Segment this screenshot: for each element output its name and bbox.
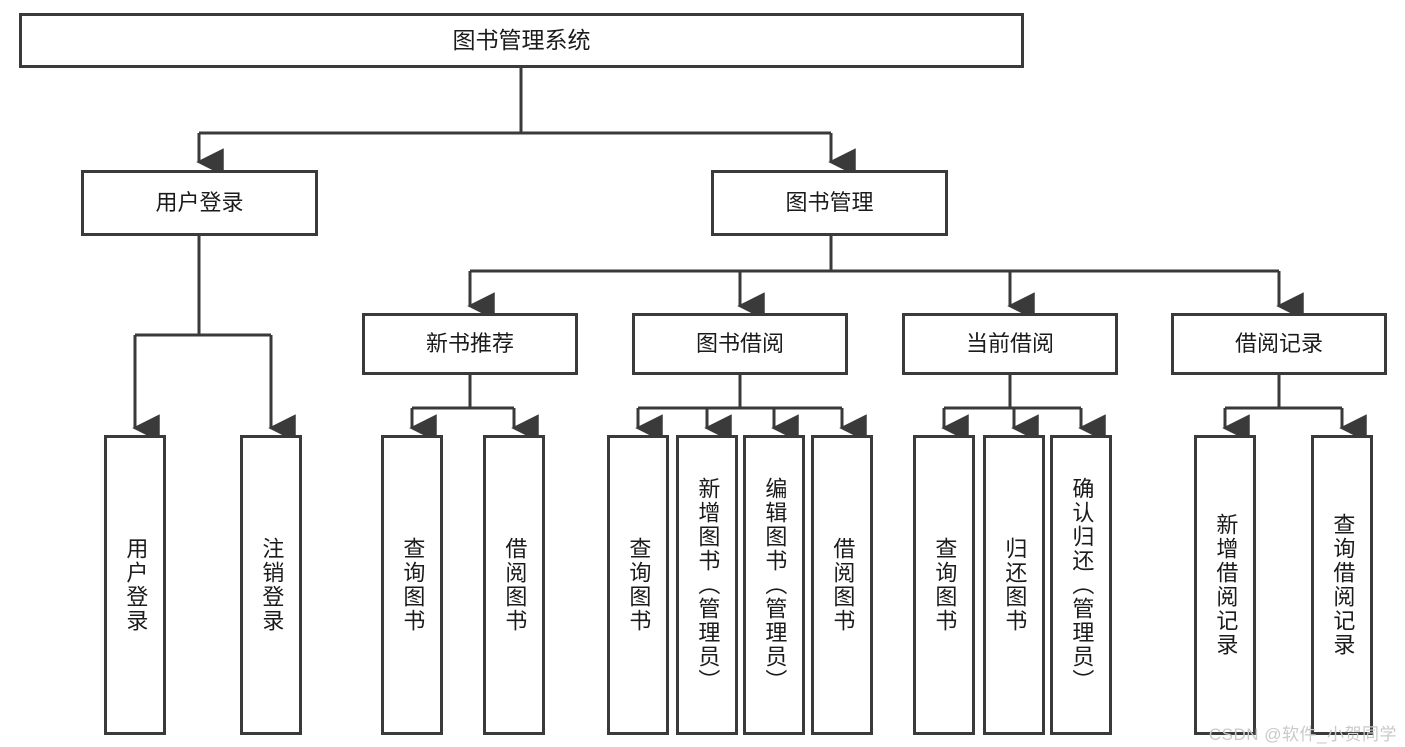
node-book-borrow-label: 图书借阅 [695, 330, 784, 356]
node-leaf-confirm-return-label: 确认归还（管理员） [1069, 477, 1095, 693]
node-leaf-logout-login[interactable]: 注销登录 [240, 435, 302, 735]
node-leaf-user-login-label: 用户登录 [123, 537, 149, 633]
node-leaf-borrow-book-1[interactable]: 借阅图书 [483, 435, 545, 735]
node-leaf-query-book-1[interactable]: 查询图书 [381, 435, 443, 735]
node-book-borrow[interactable]: 图书借阅 [632, 313, 848, 375]
node-leaf-add-book-label: 新增图书（管理员） [695, 477, 721, 693]
node-new-book-recommend-label: 新书推荐 [425, 330, 514, 356]
node-leaf-borrow-book-2[interactable]: 借阅图书 [811, 435, 873, 735]
node-root-label: 图书管理系统 [452, 26, 591, 53]
node-current-borrow[interactable]: 当前借阅 [902, 313, 1118, 375]
node-new-book-recommend[interactable]: 新书推荐 [362, 313, 578, 375]
watermark: CSDN @软件_小贺同学 [1208, 725, 1397, 744]
node-leaf-add-book[interactable]: 新增图书（管理员） [676, 435, 738, 735]
node-leaf-return-book[interactable]: 归还图书 [983, 435, 1045, 735]
node-borrow-record-label: 借阅记录 [1234, 330, 1323, 356]
node-leaf-query-record[interactable]: 查询借阅记录 [1311, 435, 1373, 735]
node-leaf-query-record-label: 查询借阅记录 [1330, 513, 1356, 657]
node-leaf-return-book-label: 归还图书 [1002, 537, 1028, 633]
node-leaf-user-login[interactable]: 用户登录 [104, 435, 166, 735]
node-user-login[interactable]: 用户登录 [81, 170, 318, 236]
node-leaf-edit-book-label: 编辑图书（管理员） [762, 477, 788, 693]
node-book-manage-label: 图书管理 [785, 189, 874, 215]
node-borrow-record[interactable]: 借阅记录 [1171, 313, 1387, 375]
node-leaf-add-record-label: 新增借阅记录 [1213, 513, 1239, 657]
node-user-login-label: 用户登录 [155, 189, 244, 215]
node-leaf-query-book-3[interactable]: 查询图书 [913, 435, 975, 735]
node-leaf-edit-book[interactable]: 编辑图书（管理员） [743, 435, 805, 735]
node-leaf-borrow-book-2-label: 借阅图书 [830, 537, 856, 633]
node-leaf-add-record[interactable]: 新增借阅记录 [1194, 435, 1256, 735]
node-leaf-borrow-book-1-label: 借阅图书 [502, 537, 528, 633]
node-leaf-query-book-2[interactable]: 查询图书 [607, 435, 669, 735]
node-book-manage[interactable]: 图书管理 [711, 170, 948, 236]
node-leaf-confirm-return[interactable]: 确认归还（管理员） [1050, 435, 1112, 735]
node-leaf-query-book-2-label: 查询图书 [626, 537, 652, 633]
node-leaf-logout-login-label: 注销登录 [259, 537, 285, 633]
node-leaf-query-book-1-label: 查询图书 [400, 537, 426, 633]
node-leaf-query-book-3-label: 查询图书 [932, 537, 958, 633]
node-current-borrow-label: 当前借阅 [965, 330, 1054, 356]
node-root[interactable]: 图书管理系统 [19, 13, 1024, 68]
